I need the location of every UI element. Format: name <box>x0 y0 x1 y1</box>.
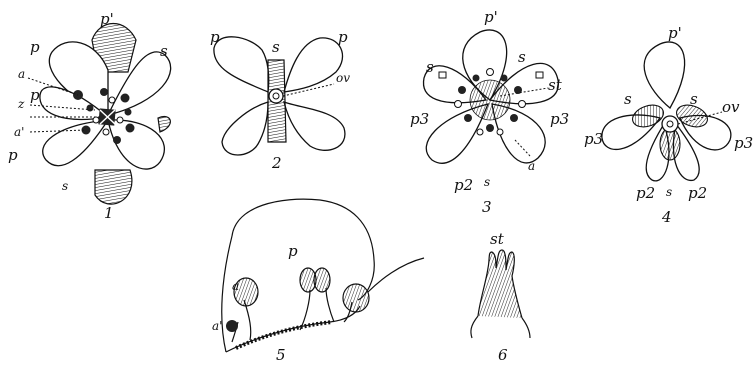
label-ov: ov <box>336 71 350 85</box>
label-p: p <box>288 242 298 260</box>
figure-6: st 6 <box>471 230 530 364</box>
figure-number: 6 <box>498 346 508 364</box>
label-a: a <box>232 279 239 293</box>
label-p3: p3 <box>410 110 429 128</box>
figure-number: 4 <box>661 208 672 226</box>
label-s: s <box>160 42 168 60</box>
label-p2: p2 <box>454 176 473 194</box>
label-s: s <box>690 90 698 108</box>
flower-with-stamens-icon <box>424 30 559 163</box>
label-s: s <box>624 90 632 108</box>
label-s: s <box>484 175 490 189</box>
label-p-prime: p' <box>100 10 114 28</box>
label-p2: p2 <box>636 184 655 202</box>
label-p3: p3 <box>734 134 753 152</box>
label-st: st <box>548 76 563 94</box>
figure-4: p' s s ov p3 p3 p2 s p2 4 <box>584 24 753 226</box>
figure-5: p a a' 5 <box>212 199 424 364</box>
figure-number: 1 <box>104 204 114 222</box>
label-z: z <box>17 97 25 111</box>
label-a: a <box>18 67 25 81</box>
label-p: p <box>338 28 348 46</box>
figure-number: 3 <box>482 198 492 216</box>
figure-number: 5 <box>276 346 286 364</box>
label-a: a <box>528 159 535 173</box>
flower-with-ovary-icon <box>602 42 731 181</box>
label-p: p <box>30 86 40 104</box>
figure-number: 2 <box>271 154 282 172</box>
petal-section-with-anthers-icon <box>222 199 424 352</box>
label-p3: p3 <box>550 110 569 128</box>
figure-3: p' s s st p3 p3 p2 s a 3 <box>410 8 569 216</box>
label-s: s <box>666 185 672 199</box>
flower-top-view-icon <box>40 24 171 205</box>
label-p: p <box>8 146 18 164</box>
label-p: p <box>30 38 40 56</box>
label-p2: p2 <box>688 184 707 202</box>
label-s: s <box>272 38 280 56</box>
label-a-prime: a' <box>14 125 24 139</box>
label-st: st <box>490 230 505 248</box>
label-s: s <box>426 58 434 76</box>
label-p: p <box>210 28 220 46</box>
label-s: s <box>518 48 526 66</box>
label-p-prime: p' <box>484 8 498 26</box>
figure-2: p s p ov 2 <box>210 28 350 172</box>
label-p-prime: p' <box>668 24 682 42</box>
label-p3: p3 <box>584 130 603 148</box>
label-a-prime: a' <box>212 319 222 333</box>
figure-1: p' p s a z p a' p s 1 <box>8 10 171 222</box>
label-s: s <box>62 179 68 193</box>
stigma-icon <box>471 250 530 338</box>
label-ov: ov <box>722 98 740 116</box>
